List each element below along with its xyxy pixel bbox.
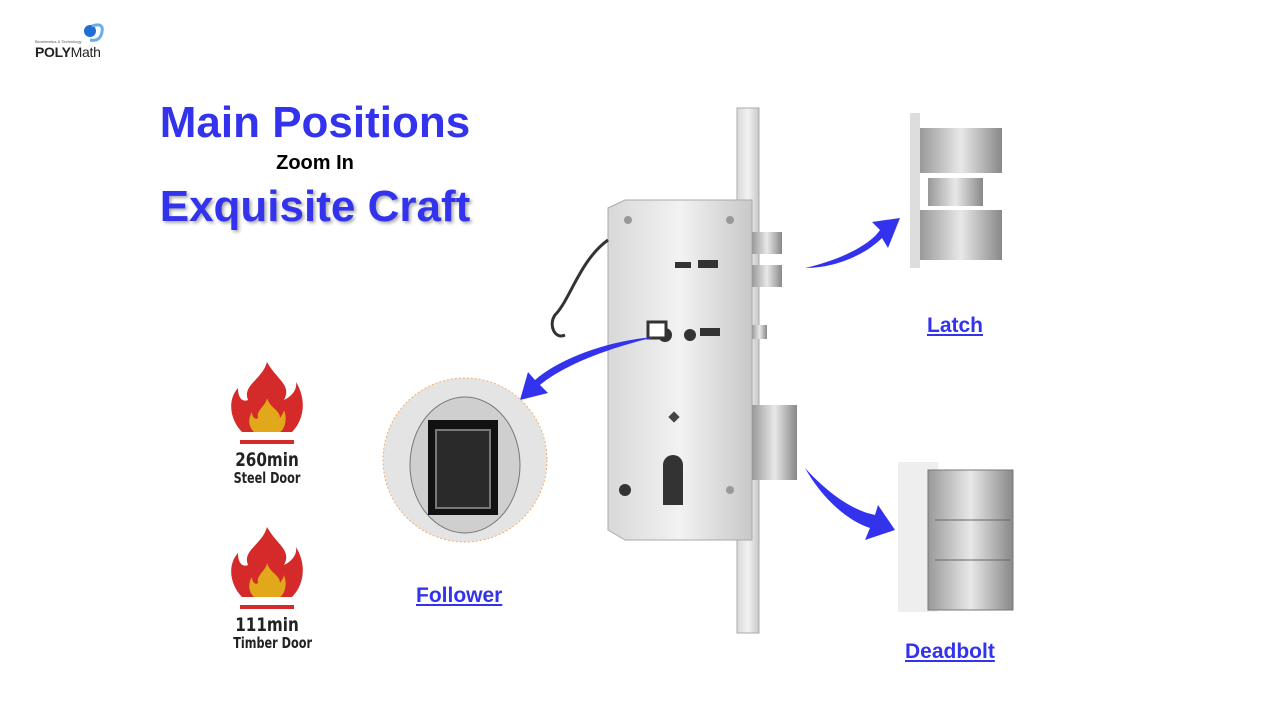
fire-icon [231, 527, 303, 609]
title-main-positions: Main Positions [159, 98, 471, 147]
label-latch[interactable]: Latch [927, 314, 984, 337]
polymath-logo: Biomimetics & Technology POLYMath [30, 22, 120, 62]
fire-icon [231, 362, 303, 444]
lock-case [607, 199, 753, 541]
title-exquisite-craft: Exquisite Craft [159, 182, 471, 231]
logo-name: POLYMath [35, 44, 101, 60]
fire-rating-steel: 260min Steel Door [222, 360, 312, 487]
arrow-latch-icon [805, 218, 900, 268]
arrow-deadbolt-icon [805, 468, 895, 540]
arrow-follower-icon [520, 337, 655, 400]
label-deadbolt[interactable]: Deadbolt [905, 640, 995, 663]
subtitle-zoom-in: Zoom In [276, 152, 354, 174]
fire-door-type: Timber Door [233, 634, 312, 652]
mortise-lock-illustration [382, 107, 1014, 634]
deadbolt-body [752, 405, 797, 480]
deadbolt-zoom-image [898, 462, 1014, 612]
fire-time: 260min [235, 449, 299, 471]
fire-rating-timber: 111min Timber Door [222, 525, 312, 652]
fire-door-type: Steel Door [233, 469, 301, 487]
latch-zoom-image [910, 113, 1002, 268]
fire-time: 111min [235, 614, 299, 636]
label-follower[interactable]: Follower [416, 584, 503, 607]
logo-mark-icon [84, 23, 104, 42]
logo-tagline: Biomimetics & Technology [35, 39, 82, 44]
